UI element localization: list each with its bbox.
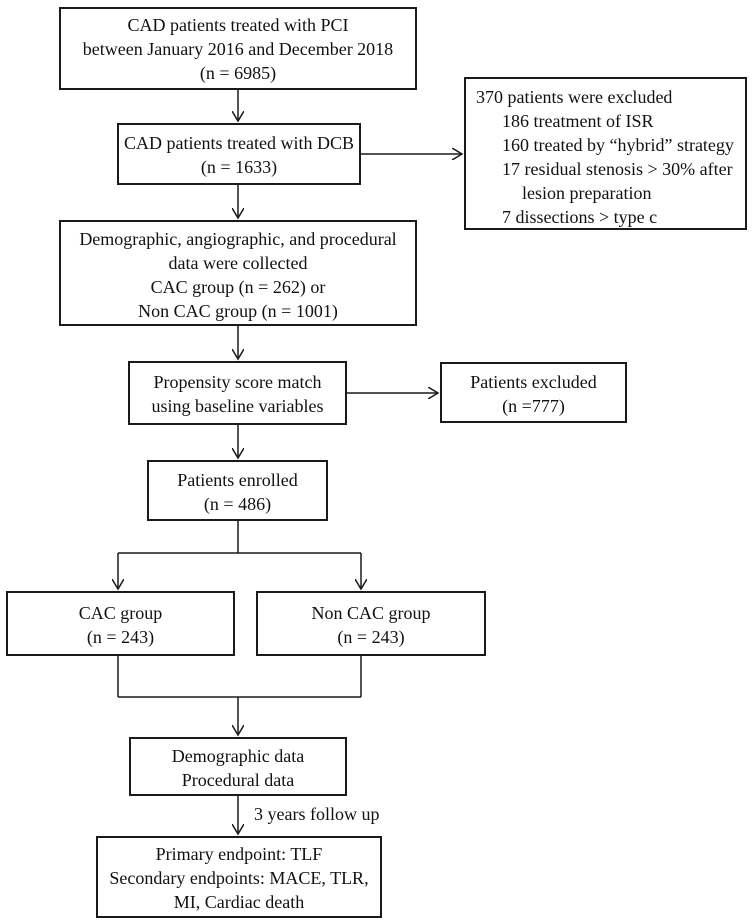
cac-group-box: CAC group (n = 243): [6, 591, 235, 656]
exclusion-item: 160 treated by “hybrid” strategy: [502, 135, 734, 155]
box-line: Patients excluded: [470, 372, 597, 392]
box-line: (n =777): [502, 396, 565, 416]
exclusion-title: 370 patients were excluded: [476, 87, 673, 107]
box-line: Primary endpoint: TLF: [155, 844, 323, 864]
box-line: (n = 243): [337, 627, 405, 647]
box-line: CAD patients treated with DCB: [124, 133, 354, 153]
data-collected-box: Demographic, angiographic, and procedura…: [59, 220, 417, 326]
pci-patients-box: CAD patients treated with PCI between Ja…: [59, 7, 417, 90]
demographic-data-box: Demographic data Procedural data: [129, 737, 347, 796]
box-line: CAC group (n = 262) or: [150, 277, 326, 297]
patients-excluded-777-box: Patients excluded (n =777): [440, 362, 627, 423]
exclusion-item: 186 treatment of ISR: [502, 111, 654, 131]
box-line: MI, Cardiac death: [173, 892, 305, 912]
endpoints-box: Primary endpoint: TLF Secondary endpoint…: [96, 836, 382, 918]
exclusion-item: 7 dissections > type c: [502, 207, 658, 227]
box-line: Non CAC group: [311, 603, 431, 623]
dcb-patients-box: CAD patients treated with DCB (n = 1633): [117, 123, 361, 185]
box-line: CAC group: [78, 603, 163, 623]
box-line: Secondary endpoints: MACE, TLR,: [109, 868, 369, 888]
propensity-score-box: Propensity score match using baseline va…: [128, 361, 347, 425]
box-line: Procedural data: [181, 770, 295, 790]
box-line: (n = 1633): [200, 157, 278, 177]
box-line: Propensity score match: [153, 372, 322, 392]
non-cac-group-box: Non CAC group (n = 243): [256, 591, 486, 656]
box-line: between January 2016 and December 2018: [82, 39, 394, 59]
follow-up-label: 3 years follow up: [254, 804, 380, 824]
box-line: (n = 486): [203, 494, 272, 514]
box-line: data were collected: [168, 253, 308, 273]
box-line: Demographic data: [171, 746, 305, 766]
box-line: Demographic, angiographic, and procedura…: [79, 229, 397, 249]
box-line: (n = 6985): [199, 63, 277, 83]
box-line: CAD patients treated with PCI: [127, 15, 349, 35]
excluded-370-box: 370 patients were excluded 186 treatment…: [464, 77, 747, 230]
box-line: Patients enrolled: [177, 470, 298, 490]
exclusion-item: lesion preparation: [522, 183, 652, 203]
box-line: Non CAC group (n = 1001): [138, 301, 338, 321]
box-line: (n = 243): [86, 627, 155, 647]
exclusion-item: 17 residual stenosis > 30% after: [502, 159, 733, 179]
patients-enrolled-box: Patients enrolled (n = 486): [147, 460, 328, 521]
box-line: using baseline variables: [151, 396, 324, 416]
